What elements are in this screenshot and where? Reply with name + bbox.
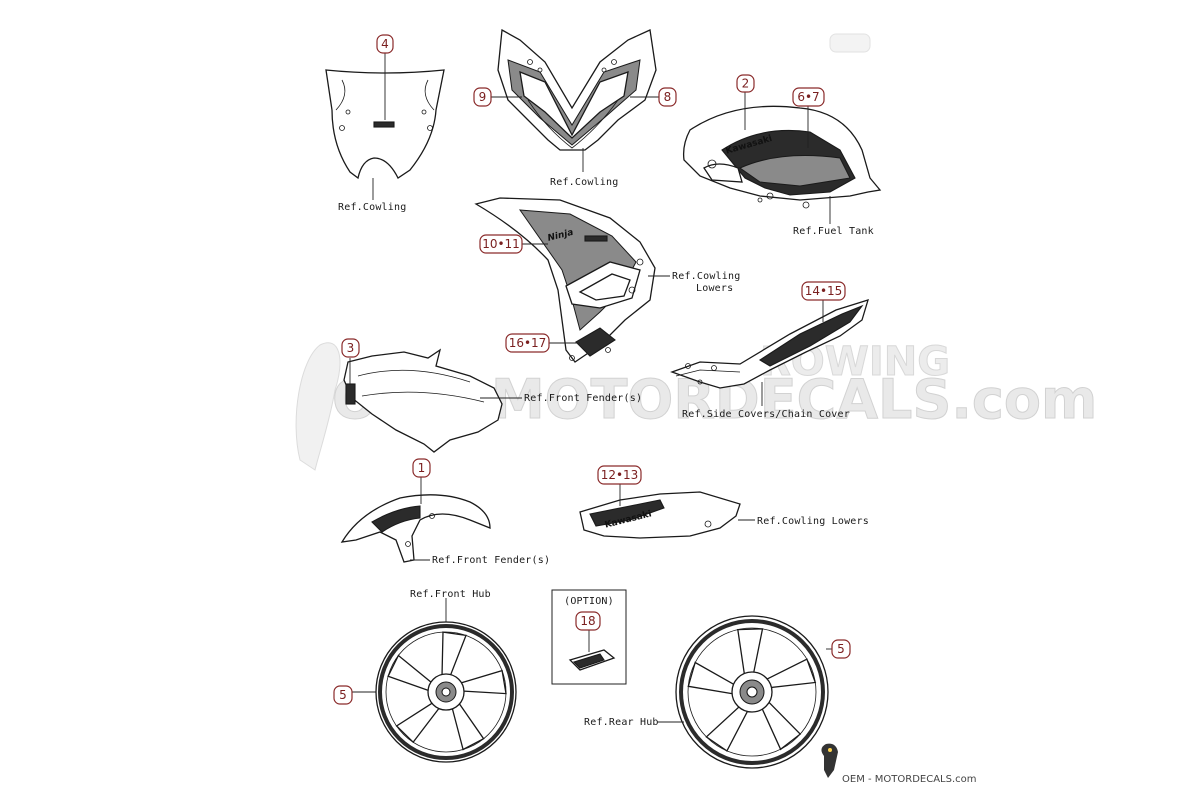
svg-text:4: 4 (381, 37, 389, 51)
upper-cowl-part (497, 28, 657, 151)
svg-text:2: 2 (742, 77, 750, 91)
svg-text:14•15: 14•15 (805, 284, 843, 298)
callout-10-11: 10•11 (479, 234, 523, 254)
windscreen-decal (373, 121, 395, 128)
callout-5-rear: 5 (831, 639, 851, 659)
lower-cowl-ref-label: Ref.Cowling Lowers (757, 516, 869, 527)
svg-text:3: 3 (347, 341, 355, 355)
tank-ref-label: Ref.Fuel Tank (793, 226, 874, 237)
side-covers-ref-label: Ref.Side Covers/Chain Cover (682, 409, 850, 420)
svg-text:12•13: 12•13 (601, 468, 639, 482)
rear-fender-decal (345, 383, 356, 405)
front-wheel-part (375, 621, 517, 763)
svg-text:9: 9 (479, 90, 487, 104)
option-box: (OPTION) (551, 589, 627, 685)
svg-text:1: 1 (418, 461, 426, 475)
callout-3: 3 (341, 338, 360, 358)
svg-text:5: 5 (837, 642, 845, 656)
side-cover-part (670, 299, 869, 389)
cowling-lowers-ref-label-2: Lowers (696, 283, 733, 294)
fuel-tank-part: Kawasaki (682, 105, 882, 209)
svg-text:5: 5 (339, 688, 347, 702)
callout-5-front: 5 (333, 685, 353, 705)
rear-fender-part (343, 348, 503, 453)
cowling-lowers-ref-label-1: Ref.Cowling (672, 271, 740, 282)
svg-text:6•7: 6•7 (797, 90, 819, 104)
logo-text: OEM - MOTORDECALS.com (842, 774, 977, 785)
callout-16-17: 16•17 (505, 333, 550, 353)
cowl-ref-label: Ref.Cowling (550, 177, 618, 188)
rear-hub-ref-label: Ref.Rear Hub (584, 717, 659, 728)
front-fender-part (340, 494, 491, 563)
callout-9: 9 (473, 87, 492, 107)
callout-8: 8 (658, 87, 677, 107)
callout-6-7: 6•7 (792, 87, 825, 107)
callout-4: 4 (376, 34, 394, 54)
site-logo: OEM - MOTORDECALS.com (821, 743, 977, 785)
svg-text:10•11: 10•11 (482, 237, 520, 251)
rear-wheel-part (675, 615, 829, 769)
front-hub-ref-label: Ref.Front Hub (410, 589, 491, 600)
bird-logo-icon (821, 743, 838, 778)
side-fairing-part: Ninja (474, 197, 656, 363)
windscreen-ref-label: Ref.Cowling (338, 202, 406, 213)
callout-18: 18 (575, 611, 601, 631)
callout-14-15: 14•15 (801, 281, 846, 301)
svg-text:8: 8 (664, 90, 672, 104)
svg-text:16•17: 16•17 (509, 336, 547, 350)
windscreen-part (325, 69, 445, 180)
rear-fender-ref-label: Ref.Front Fender(s) (524, 393, 642, 404)
front-fender-ref-label: Ref.Front Fender(s) (432, 555, 550, 566)
svg-text:18: 18 (580, 614, 595, 628)
option-label: (OPTION) (564, 596, 614, 607)
callout-1: 1 (412, 458, 431, 478)
callout-2: 2 (736, 74, 755, 93)
callout-12-13: 12•13 (597, 465, 642, 485)
lower-cowl-part: Kawasaki (579, 491, 741, 539)
